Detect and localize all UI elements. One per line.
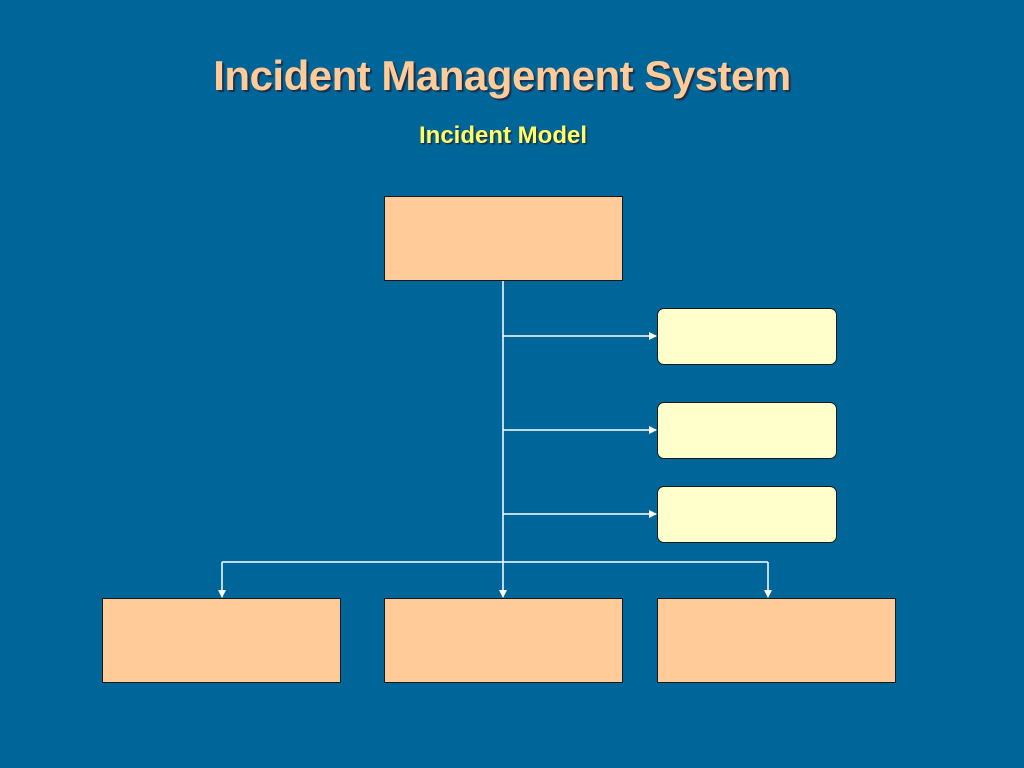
page-subtitle: Incident Model: [419, 122, 587, 149]
incident-box-side-1: [657, 308, 837, 365]
incident-box-top: [384, 196, 623, 281]
incident-box-side-2: [657, 402, 837, 459]
incident-box-bottom-left: [102, 598, 341, 683]
page-title: Incident Management System: [213, 52, 791, 99]
incident-box-bottom-center: [384, 598, 623, 683]
incident-box-bottom-right: [657, 598, 896, 683]
incident-box-side-3: [657, 486, 837, 543]
